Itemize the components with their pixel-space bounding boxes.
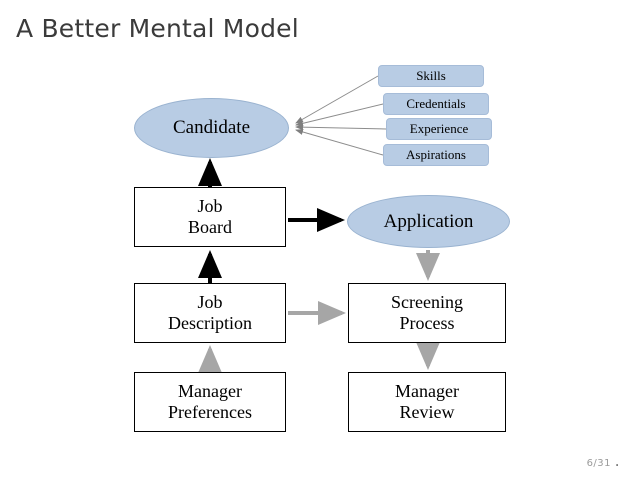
slide-footer: 6/31 .	[586, 454, 620, 470]
node-candidate[interactable]: Candidate	[134, 98, 289, 158]
node-job-board[interactable]: Job Board	[134, 187, 286, 247]
node-application[interactable]: Application	[347, 195, 510, 248]
node-attribute-experience[interactable]: Experience	[386, 118, 492, 140]
node-attribute-aspirations-label: Aspirations	[406, 146, 466, 162]
node-manager-review[interactable]: Manager Review	[348, 372, 506, 432]
node-manager-preferences[interactable]: Manager Preferences	[134, 372, 286, 432]
node-screening-process-label: Screening Process	[391, 292, 463, 333]
node-attribute-experience-label: Experience	[409, 120, 469, 136]
slide-number: 6/31	[586, 458, 612, 469]
attribute-connectors	[295, 75, 387, 156]
node-screening-process[interactable]: Screening Process	[348, 283, 506, 343]
node-candidate-label: Candidate	[172, 117, 251, 139]
node-job-board-label: Job Board	[188, 196, 232, 237]
node-manager-review-label: Manager Review	[395, 381, 459, 422]
node-application-label: Application	[383, 210, 474, 232]
node-job-description-label: Job Description	[168, 292, 252, 333]
page-title: A Better Mental Model	[16, 14, 299, 43]
node-attribute-credentials-label: Credentials	[406, 95, 466, 111]
node-job-description[interactable]: Job Description	[134, 283, 286, 343]
footer-dot: .	[614, 452, 620, 470]
node-attribute-credentials[interactable]: Credentials	[383, 93, 489, 115]
node-attribute-aspirations[interactable]: Aspirations	[383, 144, 489, 166]
node-attribute-skills[interactable]: Skills	[378, 65, 484, 87]
node-attribute-skills-label: Skills	[416, 67, 446, 83]
node-manager-preferences-label: Manager Preferences	[168, 381, 252, 422]
